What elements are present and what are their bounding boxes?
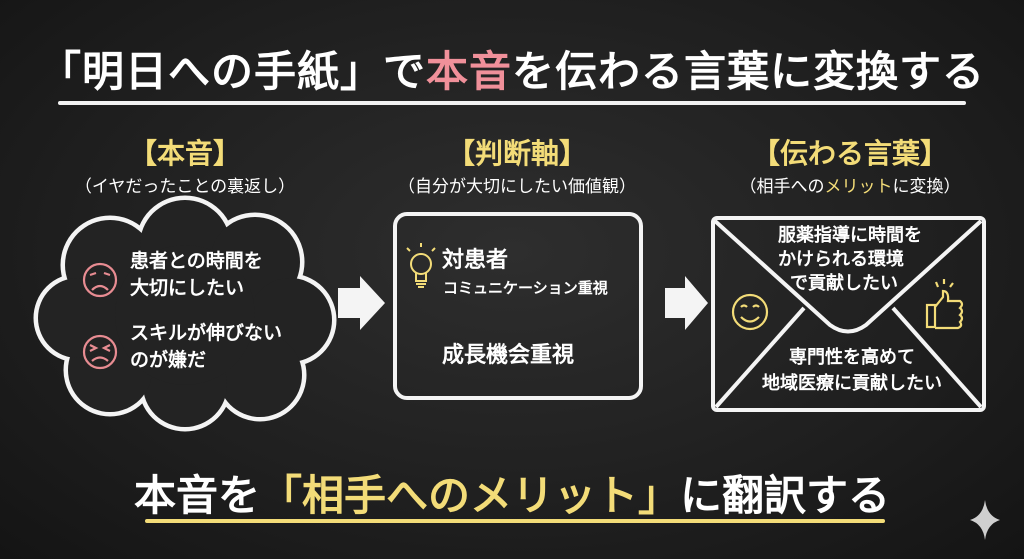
judgment-subheading: （自分が大切にしたい価値観） bbox=[398, 177, 636, 197]
judgment-item-2: 成長機会重視 bbox=[442, 343, 575, 368]
bottom-underline bbox=[145, 519, 885, 523]
judgment-heading: 【判断軸】 bbox=[446, 137, 587, 170]
frustrated-face-icon bbox=[82, 334, 118, 370]
sad-face-icon bbox=[82, 262, 118, 298]
message-subheading: （相手へのメリットに変換） bbox=[739, 177, 961, 197]
honne-item-2: スキルが伸びないのが嫌だ bbox=[130, 322, 283, 371]
honne-subheading: （イヤだったことの裏返し） bbox=[74, 177, 296, 197]
judgment-item-1: 対患者 bbox=[442, 248, 509, 273]
honne-item-1: 患者との時間を大切にしたい bbox=[130, 250, 263, 299]
honne-heading: 【本音】 bbox=[128, 137, 241, 170]
arrow-right-icon bbox=[665, 276, 708, 330]
judgment-item-1-detail: コミュニケーション重視 bbox=[443, 279, 608, 297]
page-title: 「明日への手紙」で本音を伝わる言葉に変換する bbox=[0, 38, 1024, 99]
message-item-2: 専門性を高めて地域医療に貢献したい bbox=[762, 347, 942, 394]
smiley-icon bbox=[731, 293, 769, 331]
thumbs-up-icon bbox=[925, 279, 964, 330]
message-item-1: 服薬指導に時間をかけられる環境で貢献したい bbox=[778, 225, 922, 294]
message-heading: 【伝わる言葉】 bbox=[751, 137, 948, 170]
envelope-icon bbox=[711, 216, 986, 412]
arrow-right-icon bbox=[338, 276, 385, 330]
lightbulb-icon bbox=[406, 243, 436, 288]
bottom-message: 本音を「相手へのメリット」に翻訳する bbox=[133, 471, 891, 520]
title-text-end: を伝わる言葉に変換する bbox=[512, 47, 986, 96]
title-divider bbox=[58, 101, 966, 105]
judgment-box bbox=[393, 212, 643, 400]
title-highlight: 本音 bbox=[425, 47, 512, 96]
title-text: 「明日への手紙」で bbox=[38, 47, 426, 96]
sparkle-icon bbox=[970, 500, 1000, 540]
